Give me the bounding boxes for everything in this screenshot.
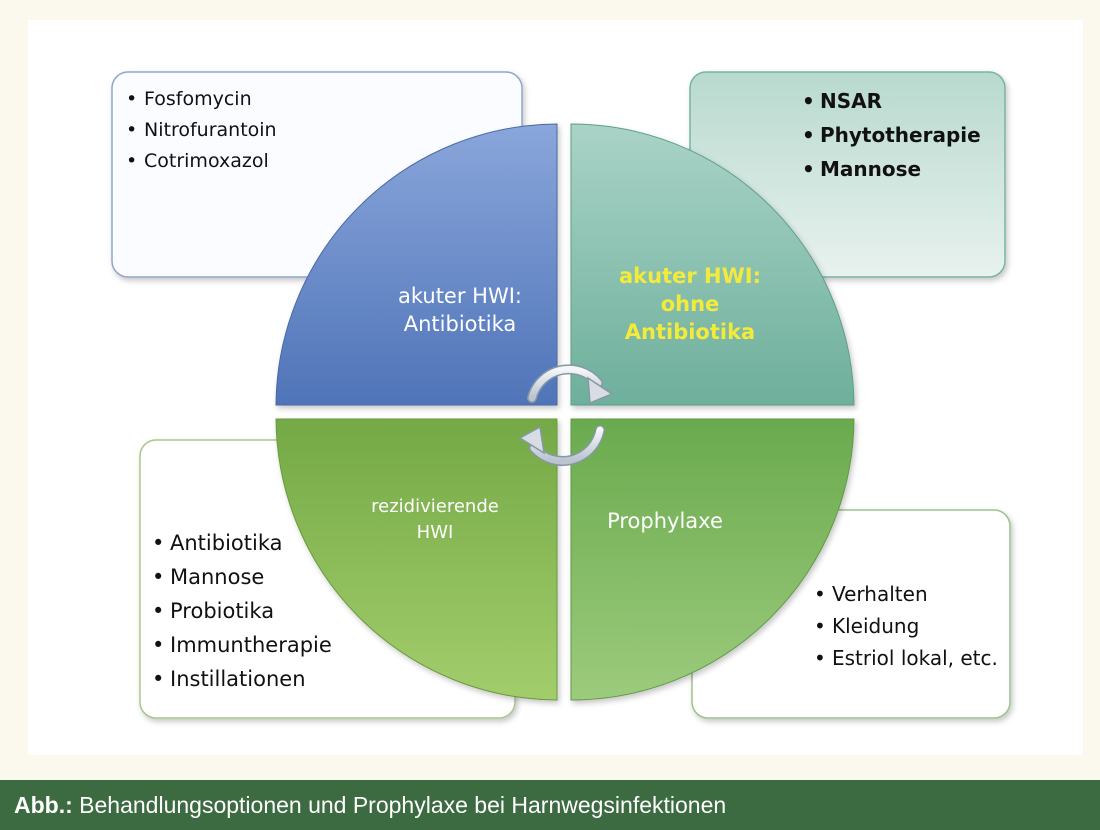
quadrant-label-prophylaxis: Prophylaxe: [590, 507, 740, 535]
quadrant-bottom-left: [275, 418, 558, 701]
caption-prefix: Abb.:: [14, 792, 73, 818]
quadrant-bottom-right: [570, 418, 855, 701]
quadrant-label-line: akuter HWI:: [398, 284, 522, 308]
list-item: Probiotika: [150, 594, 332, 628]
list-item: Kleidung: [812, 610, 998, 642]
quadrant-label-line: ohne: [660, 292, 720, 316]
list-item: Mannose: [150, 560, 332, 594]
quadrant-label-line: Prophylaxe: [607, 509, 723, 533]
quadrant-top-right: [570, 123, 855, 406]
quadrant-top-left: [275, 123, 558, 406]
list-item: Antibiotika: [150, 526, 332, 560]
cycle-arrows-icon: [518, 364, 614, 466]
list-item: NSAR: [800, 84, 981, 118]
figure-caption: Abb.: Behandlungsoptionen und Prophylaxe…: [0, 780, 1100, 830]
quadrant-label-line: HWI: [416, 522, 454, 543]
quadrant-label-acute-antibiotics: akuter HWI: Antibiotika: [360, 282, 560, 338]
list-item: Cotrimoxazol: [124, 146, 277, 177]
caption-text: Behandlungsoptionen und Prophylaxe bei H…: [79, 792, 727, 818]
quadrant-label-line: rezidivierende: [371, 496, 499, 517]
list-item: Instillationen: [150, 662, 332, 696]
card-top-left-list: Fosfomycin Nitrofurantoin Cotrimoxazol: [124, 84, 277, 177]
card-bottom-left-list: Antibiotika Mannose Probiotika Immunther…: [150, 526, 332, 696]
quadrant-label-acute-no-antibiotics: akuter HWI: ohne Antibiotika: [570, 262, 810, 346]
quadrant-label-line: Antibiotika: [624, 320, 756, 344]
quadrant-label-recurrent: rezidivierende HWI: [330, 494, 540, 546]
list-item: Nitrofurantoin: [124, 115, 277, 146]
card-bottom-right-list: Verhalten Kleidung Estriol lokal, etc.: [812, 578, 998, 674]
quadrant-label-line: Antibiotika: [403, 312, 517, 336]
list-item: Mannose: [800, 152, 981, 186]
list-item: Fosfomycin: [124, 84, 277, 115]
quadrant-label-line: akuter HWI:: [619, 264, 761, 288]
list-item: Phytotherapie: [800, 118, 981, 152]
card-top-right-list: NSAR Phytotherapie Mannose: [800, 84, 981, 186]
list-item: Estriol lokal, etc.: [812, 642, 998, 674]
list-item: Immuntherapie: [150, 628, 332, 662]
list-item: Verhalten: [812, 578, 998, 610]
